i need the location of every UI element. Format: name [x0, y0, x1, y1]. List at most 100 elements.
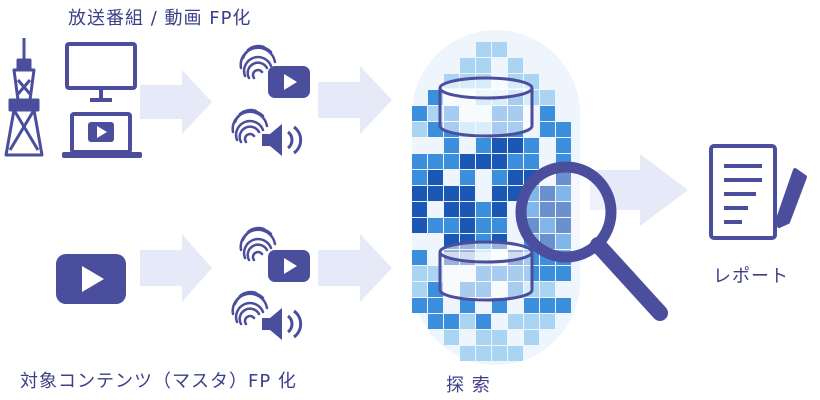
mosaic-cell — [412, 122, 427, 137]
mosaic-cell — [444, 330, 459, 345]
mosaic-cell — [540, 122, 555, 137]
mosaic-cell — [476, 218, 491, 233]
mosaic-cell — [492, 154, 507, 169]
mosaic-cell — [508, 138, 523, 153]
mosaic-cell — [556, 202, 571, 217]
fingerprint-icon — [239, 226, 277, 262]
mosaic-cell — [540, 90, 555, 105]
mosaic-cell — [476, 42, 491, 57]
mosaic-cell — [444, 202, 459, 217]
mosaic-cell — [540, 106, 555, 121]
mosaic-cell — [524, 314, 539, 329]
mosaic-cell — [492, 186, 507, 201]
mosaic-cell — [428, 298, 443, 313]
fingerprint-icon — [231, 108, 269, 144]
mosaic-cell — [540, 266, 555, 281]
mosaic-cell — [524, 138, 539, 153]
mosaic-cell — [540, 202, 555, 217]
mosaic-cell — [476, 330, 491, 345]
speaker-icon — [262, 308, 303, 340]
mosaic-cell — [540, 218, 555, 233]
mosaic-cell — [444, 314, 459, 329]
mosaic-cell — [492, 42, 507, 57]
mosaic-cell — [428, 170, 443, 185]
mosaic-cell — [540, 314, 555, 329]
report-label: レポート — [713, 266, 789, 287]
mosaic-cell — [444, 154, 459, 169]
mosaic-cell — [556, 218, 571, 233]
mosaic-cell — [412, 298, 427, 313]
mosaic-cell — [508, 170, 523, 185]
laptop-video-icon — [62, 112, 142, 158]
top-label: 放送番組 / 動画 FP化 — [68, 8, 252, 29]
mosaic-cell — [460, 346, 475, 361]
mosaic-cell — [492, 218, 507, 233]
arrow-2 — [318, 66, 392, 134]
mosaic-cell — [492, 138, 507, 153]
fingerprint-icon — [231, 290, 269, 326]
mosaic-cell — [412, 266, 427, 281]
mosaic-cell — [460, 202, 475, 217]
mosaic-cell — [428, 218, 443, 233]
mosaic-cell — [428, 154, 443, 169]
mosaic-cell — [460, 186, 475, 201]
mosaic-cell — [556, 186, 571, 201]
mosaic-cell — [444, 138, 459, 153]
arrow-4 — [318, 234, 392, 302]
mosaic-cell — [540, 298, 555, 313]
mosaic-cell — [412, 250, 427, 265]
mosaic-cell — [476, 154, 491, 169]
mosaic-cell — [412, 202, 427, 217]
play-icon — [268, 250, 310, 282]
report-icon — [709, 144, 807, 240]
flow-arrows — [140, 66, 688, 302]
mosaic-cell — [540, 282, 555, 297]
mosaic-cell — [476, 58, 491, 73]
mosaic-cell — [412, 186, 427, 201]
fingerprint-icon — [239, 44, 277, 80]
mosaic-cell — [508, 314, 523, 329]
arrow-1 — [140, 70, 212, 134]
mosaic-cell — [476, 138, 491, 153]
mosaic-cell — [412, 282, 427, 297]
mosaic-cell — [444, 218, 459, 233]
mosaic-cell — [556, 234, 571, 249]
mosaic-cell — [508, 58, 523, 73]
mosaic-cell — [524, 330, 539, 345]
mosaic-cell — [428, 186, 443, 201]
mosaic-cell — [476, 346, 491, 361]
mosaic-cell — [540, 186, 555, 201]
mosaic-cell — [508, 346, 523, 361]
arrow-3 — [140, 234, 212, 302]
mosaic-cell — [412, 106, 427, 121]
mosaic-cell — [556, 170, 571, 185]
mosaic-cell — [524, 298, 539, 313]
mosaic-cell — [444, 186, 459, 201]
speaker-icon — [262, 124, 303, 156]
mosaic-cell — [492, 330, 507, 345]
mosaic-cell — [556, 122, 571, 137]
mosaic-cell — [492, 202, 507, 217]
mosaic-cell — [476, 314, 491, 329]
mosaic-cell — [460, 170, 475, 185]
mosaic-cell — [556, 266, 571, 281]
mosaic-cell — [460, 298, 475, 313]
bottom-label: 対象コンテンツ（マスタ）FP 化 — [20, 371, 297, 392]
mosaic-cell — [412, 170, 427, 185]
mosaic-cell — [508, 154, 523, 169]
mosaic-cell — [524, 202, 539, 217]
mosaic-cell — [492, 346, 507, 361]
mosaic-cell — [460, 218, 475, 233]
mosaic-cell — [556, 138, 571, 153]
mosaic-cell — [428, 314, 443, 329]
play-icon — [268, 66, 310, 98]
tv-monitor-icon — [65, 42, 137, 102]
search-label: 探 索 — [446, 375, 491, 396]
mosaic-cell — [556, 298, 571, 313]
mosaic-cell — [460, 58, 475, 73]
mosaic-cell — [492, 298, 507, 313]
mosaic-cell — [412, 154, 427, 169]
mosaic-cell — [460, 314, 475, 329]
tower-icon — [4, 38, 44, 157]
